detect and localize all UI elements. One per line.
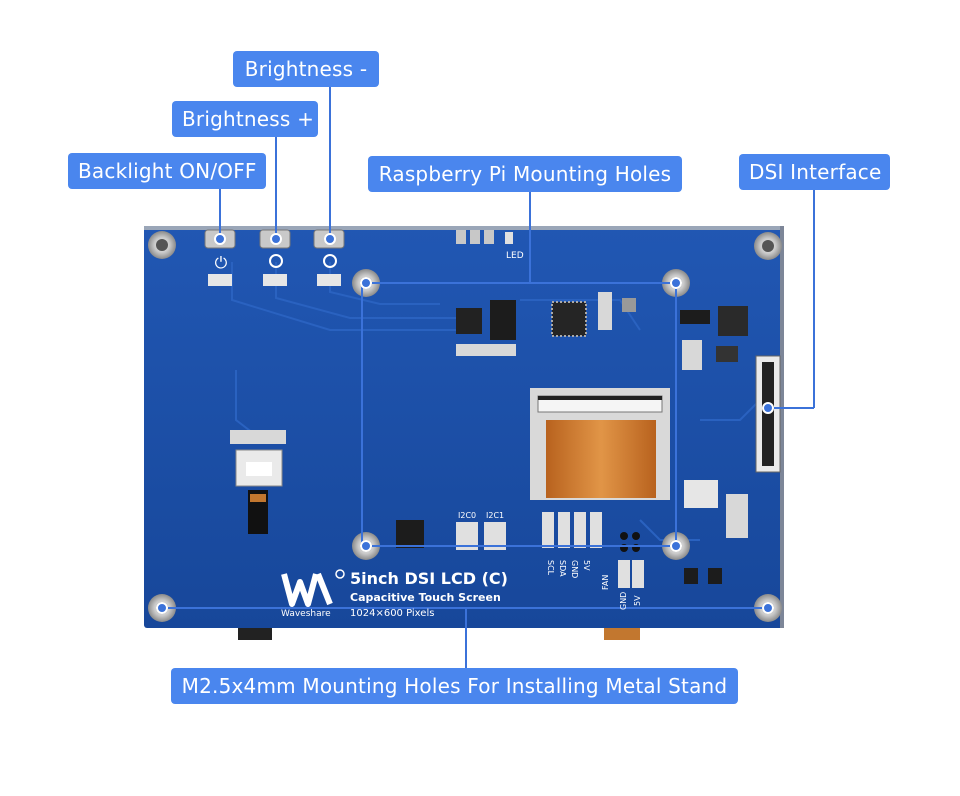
pin-label-sda: SDA (558, 560, 567, 577)
power-icon: ⏻ (215, 253, 228, 272)
brightness-up-icon (269, 254, 283, 268)
led-label: LED (506, 251, 524, 261)
waveshare-logo (281, 569, 345, 607)
i2c0-label: I2C0 (458, 511, 476, 520)
board-body (144, 226, 784, 640)
touch-connector (235, 449, 283, 534)
callout-m25-holes: M2.5x4mm Mounting Holes For Installing M… (171, 668, 738, 704)
pin-label-scl: SCL (546, 560, 555, 576)
callout-dsi-interface: DSI Interface (739, 154, 890, 190)
fan-label: FAN (601, 575, 610, 590)
fan-5v-label: 5V (633, 595, 642, 606)
model-label: 5inch DSI LCD (C) (350, 569, 508, 588)
ic-components (230, 292, 748, 584)
leader-dots (156, 233, 774, 614)
callout-backlight: Backlight ON/OFF (68, 153, 266, 189)
fan-gnd-label: GND (619, 592, 628, 610)
callout-brightness-minus: Brightness - (233, 51, 379, 87)
brightness-down-icon (323, 254, 337, 268)
callout-rpi-holes: Raspberry Pi Mounting Holes (368, 156, 682, 192)
pin-label-gnd: GND (570, 560, 579, 578)
pin-headers (456, 512, 644, 588)
i2c1-label: I2C1 (486, 511, 504, 520)
brand-label: Waveshare (281, 609, 331, 619)
led-indicator (456, 230, 513, 244)
callout-brightness-plus: Brightness + (172, 101, 318, 137)
leader-lines (162, 87, 815, 668)
subtitle-label: Capacitive Touch Screen (350, 591, 501, 604)
fpc-connector (530, 388, 670, 500)
pin-label-5v: 5V (582, 560, 591, 571)
resolution-label: 1024×600 Pixels (350, 608, 434, 619)
